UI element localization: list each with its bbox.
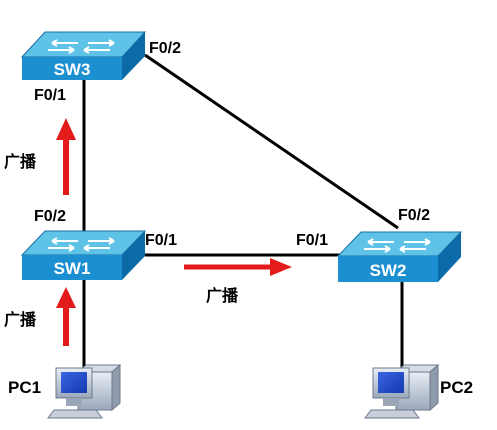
link-sw3-sw2 [144, 53, 399, 230]
broadcast-arrow-pc1-to-sw1 [56, 287, 76, 346]
broadcast-label-sw1-to-sw3: 广播 [4, 152, 37, 171]
switch-sw1[interactable]: SW1 [20, 230, 147, 280]
port-label-sw2-f01: F0/1 [296, 232, 329, 249]
switch-arrows-icon [364, 238, 431, 253]
port-label-sw1-f02: F0/2 [34, 208, 67, 225]
broadcast-arrow-sw1-to-sw3 [56, 118, 76, 195]
port-label-sw1-f01: F0/1 [145, 232, 178, 249]
port-label-sw3-f02: F0/2 [149, 40, 182, 57]
switch-sw3[interactable]: SW3 [20, 31, 147, 80]
switch-arrows-icon [48, 237, 115, 252]
pc2-icon[interactable] [364, 363, 440, 419]
pc1-label: PC1 [8, 378, 42, 397]
switch-label: SW2 [370, 261, 407, 280]
port-label-sw2-f02: F0/2 [398, 207, 431, 224]
switch-label: SW1 [54, 259, 91, 278]
broadcast-arrow-sw1-to-sw2 [184, 258, 292, 276]
broadcast-label-sw1-to-sw2: 广播 [206, 286, 239, 305]
switch-sw2[interactable]: SW2 [336, 231, 463, 282]
switch-label: SW3 [54, 60, 91, 79]
pc1-icon[interactable] [47, 363, 122, 419]
port-label-sw3-f01: F0/1 [34, 87, 67, 104]
broadcast-label-pc1-to-sw1: 广播 [4, 310, 37, 329]
pc2-label: PC2 [440, 378, 474, 397]
switch-arrows-icon [48, 39, 115, 54]
